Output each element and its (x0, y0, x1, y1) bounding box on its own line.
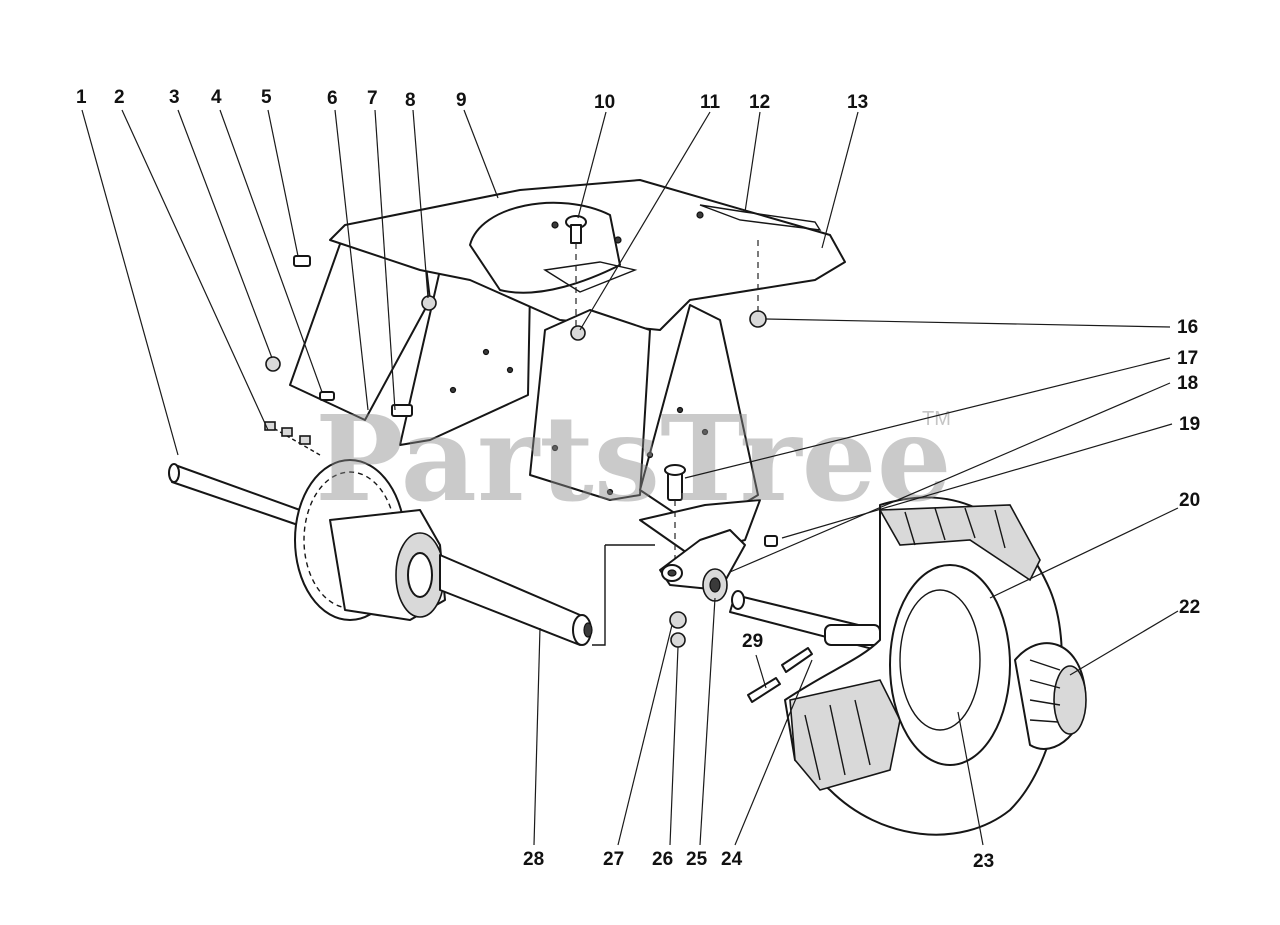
callout-22: 22 (1179, 597, 1200, 618)
callout-7: 7 (367, 88, 378, 109)
callout-8: 8 (405, 90, 416, 111)
fender-fasteners (265, 215, 767, 560)
callout-labels: 1 2 3 4 5 6 7 8 9 10 11 12 13 16 17 18 1… (76, 87, 1200, 872)
callout-27: 27 (603, 849, 624, 870)
watermark: PartsTree TM (315, 389, 952, 528)
axle-sprocket-assembly (168, 421, 655, 646)
fender-assembly (289, 179, 846, 556)
callout-23: 23 (973, 851, 994, 872)
bearing-bracket (659, 529, 778, 648)
leader-lines (81, 109, 1179, 846)
callout-19: 19 (1179, 414, 1200, 435)
callout-26: 26 (652, 849, 673, 870)
callout-11: 11 (700, 92, 721, 113)
wheel-tire-assembly (784, 496, 1087, 836)
callout-1: 1 (76, 87, 87, 108)
callout-25: 25 (686, 849, 708, 870)
callout-5: 5 (261, 87, 272, 108)
watermark-trademark: TM (922, 408, 951, 430)
callout-13: 13 (847, 92, 868, 113)
callout-3: 3 (169, 87, 180, 108)
callout-10: 10 (594, 92, 615, 113)
callout-2: 2 (114, 87, 125, 108)
watermark-text: PartsTree (315, 389, 952, 528)
callout-6: 6 (327, 88, 338, 109)
callout-18: 18 (1177, 373, 1198, 394)
callout-12: 12 (749, 92, 770, 113)
callout-16: 16 (1177, 317, 1198, 338)
callout-9: 9 (456, 90, 467, 111)
callout-29: 29 (742, 631, 763, 652)
callout-4: 4 (211, 87, 222, 108)
callout-28: 28 (523, 849, 544, 870)
callout-24: 24 (721, 849, 743, 870)
callout-20: 20 (1179, 490, 1200, 511)
callout-17: 17 (1177, 348, 1198, 369)
